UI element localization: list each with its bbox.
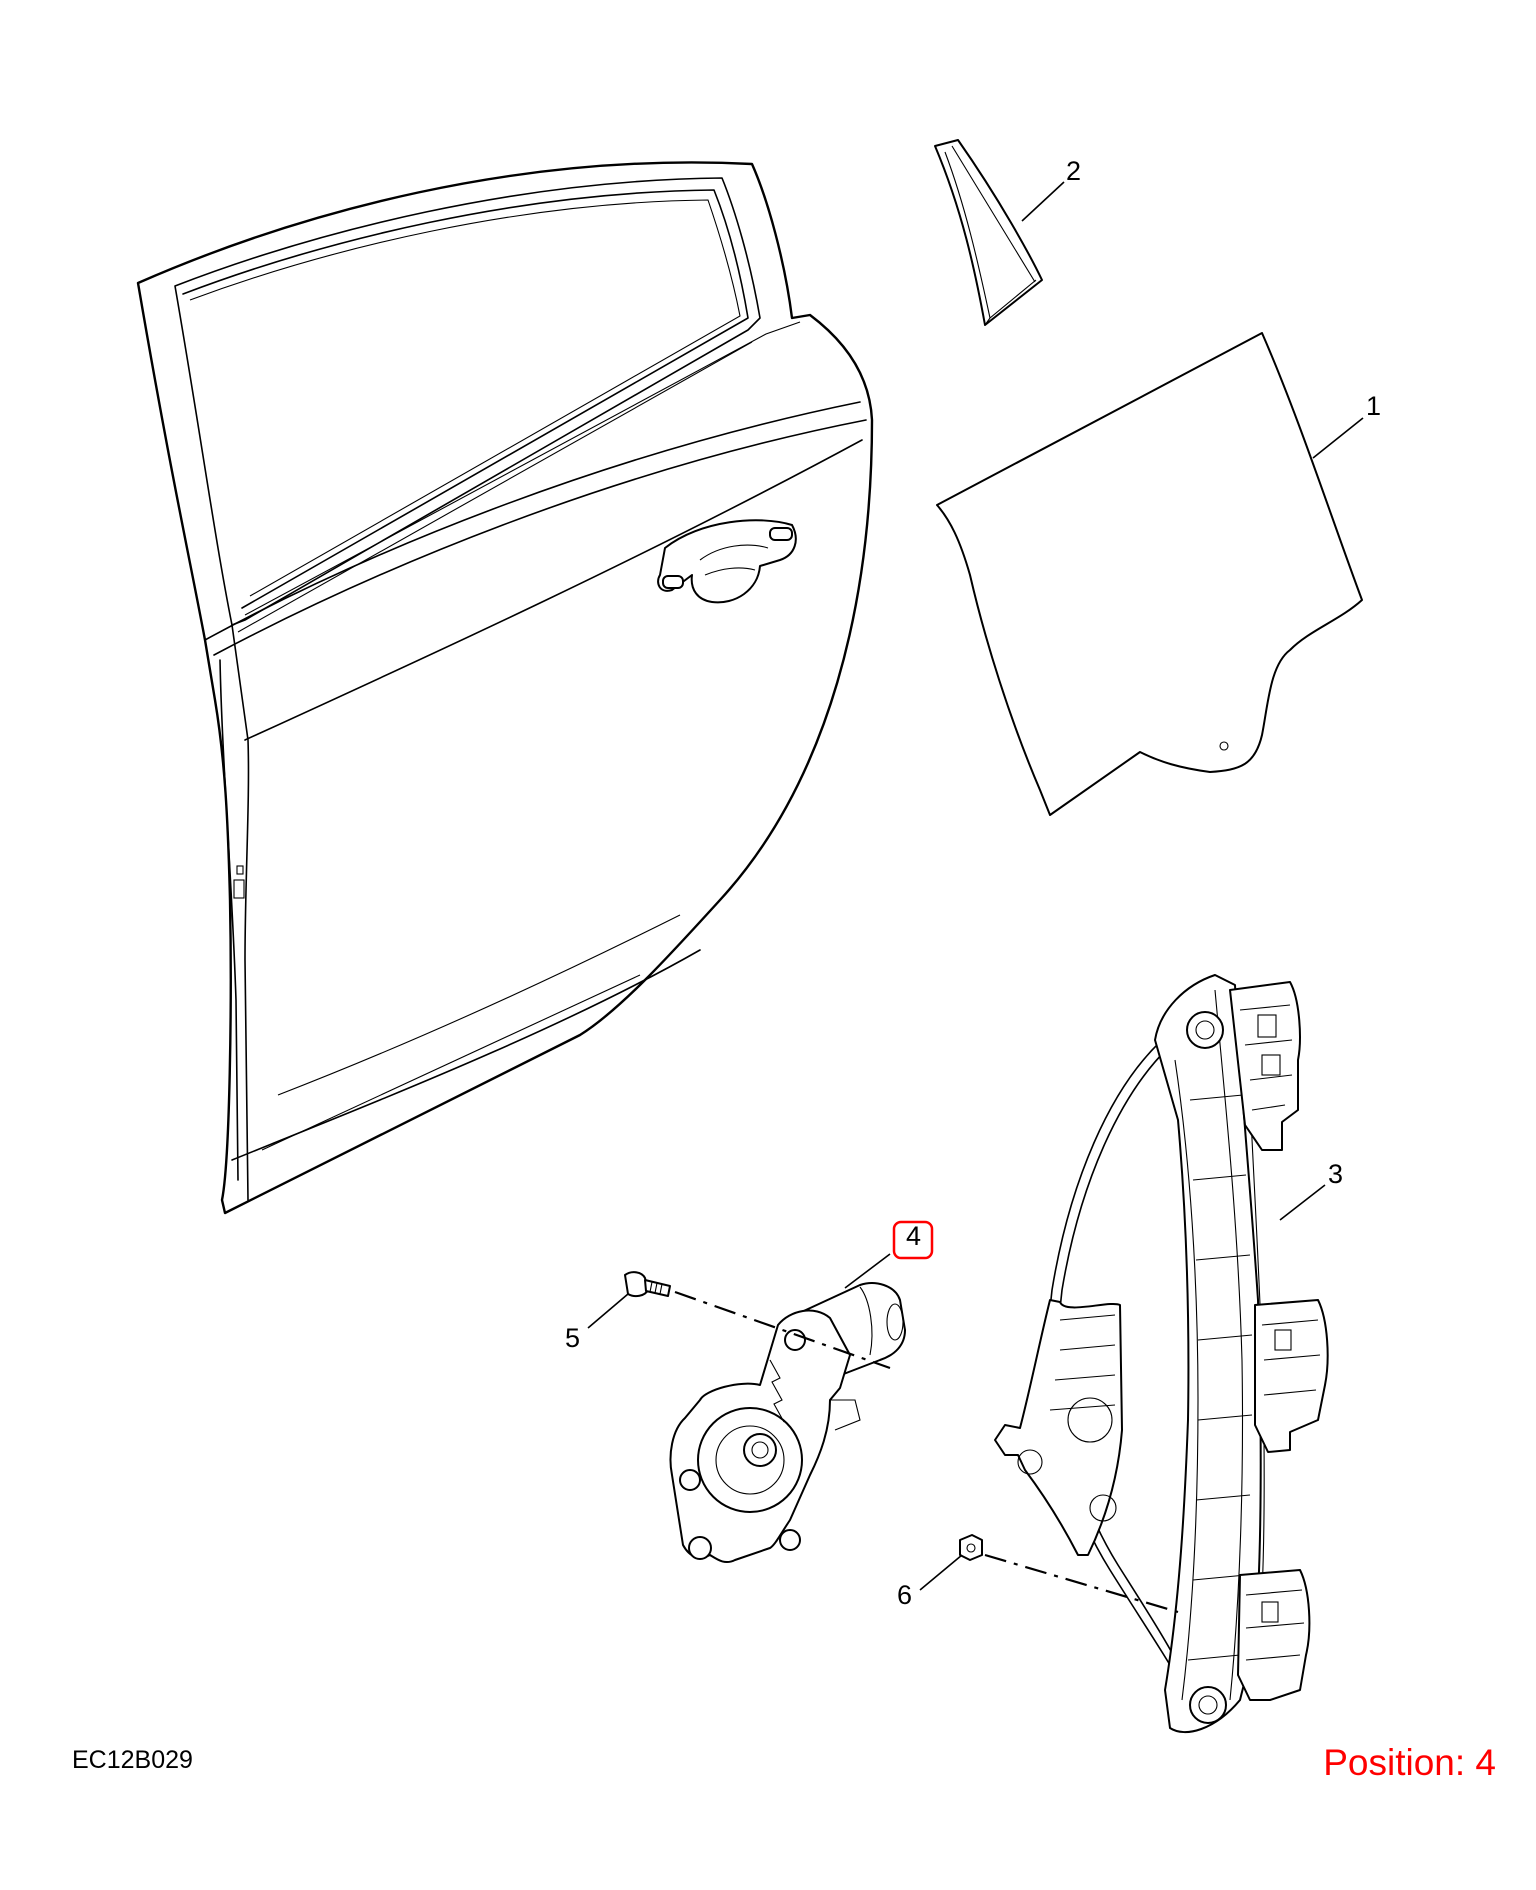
window-motor-part-4: [669, 1253, 906, 1564]
callout-3: 3: [1328, 1159, 1343, 1189]
window-regulator-part-3: [994, 974, 1329, 1734]
bolt-part-5: [587, 1271, 671, 1329]
diagram-code: EC12B029: [72, 1746, 193, 1774]
rear-door-shell: [136, 161, 874, 1215]
callout-6: 6: [897, 1580, 912, 1610]
corner-trim-part-2: [934, 139, 1065, 326]
position-label: Position: 4: [1323, 1742, 1496, 1783]
callout-5: 5: [565, 1323, 580, 1353]
highlight-box-callout-4: [892, 1220, 934, 1260]
callout-labels: 1 2 3 4 5 6: [565, 156, 1381, 1610]
callout-2: 2: [1066, 156, 1081, 186]
door-glass-part-1: [936, 332, 1364, 816]
nut-part-6: [919, 1534, 983, 1591]
callout-1: 1: [1366, 391, 1381, 421]
callout-4: 4: [906, 1221, 921, 1251]
assembly-center-lines: [674, 1290, 1179, 1614]
